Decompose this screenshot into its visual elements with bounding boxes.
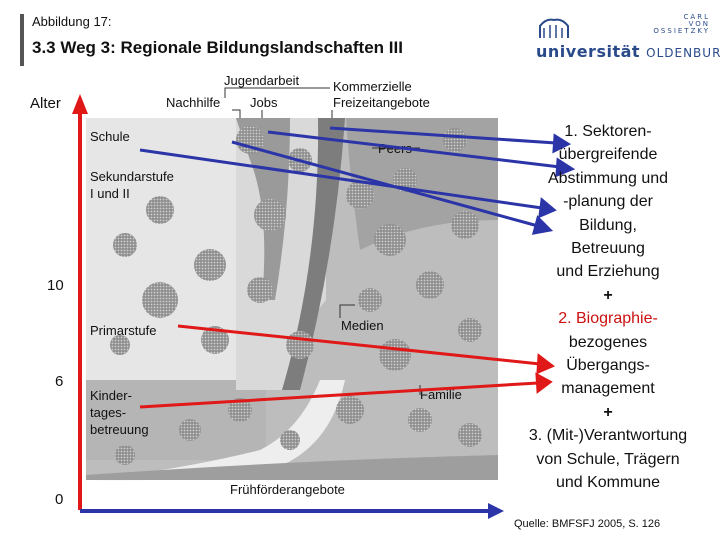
label-sekundarstufe-2: I und II (90, 186, 130, 201)
red-arrow-2-head (535, 372, 553, 394)
red-arrow-1-head (536, 353, 555, 375)
explanation-text: 1. Sektoren- übergreifende Abstimmung un… (528, 123, 688, 492)
red-arrow-2 (139, 381, 539, 409)
blue-arrow-2 (329, 126, 557, 145)
logo-wordmark: universität OLDENBURG (536, 42, 720, 61)
blue-arrow-2-head (552, 133, 572, 154)
label-nachhilfe: Nachhilfe (166, 95, 220, 110)
texture-blobs (110, 126, 482, 465)
peers-stream (282, 118, 345, 390)
label-jugendarbeit: Jugendarbeit (224, 73, 300, 88)
top-brackets (224, 87, 421, 395)
blue-arrow-1 (267, 130, 561, 169)
label-jobs: Jobs (250, 95, 278, 110)
blue-arrow-1-head (555, 157, 576, 178)
university-logo: CARL VON OSSIETZKY universität OLDENBURG (536, 12, 720, 64)
age-axis-arrowhead (72, 94, 88, 114)
blue-arrow-3-head (531, 215, 554, 235)
label-freizeitangebote: Freizeitangebote (333, 95, 430, 110)
logo-seal-icon (539, 18, 569, 38)
slide-title: 3.3 Weg 3: Regionale Bildungslandschafte… (32, 38, 403, 57)
blue-arrow-4-head (538, 197, 557, 219)
label-schule: Schule (90, 129, 130, 144)
axis-tick-10: 10 (47, 277, 64, 294)
label-kommerzielle: Kommerzielle (333, 79, 412, 94)
axis-title-alter: Alter (30, 95, 61, 112)
blue-arrows (139, 126, 576, 235)
source-citation: Quelle: BMFSFJ 2005, S. 126 (514, 518, 661, 530)
fruehfoerder-stream (86, 380, 345, 481)
label-kita-1: Kinder- (90, 388, 132, 403)
label-kita-3: betreuung (90, 422, 149, 437)
label-sekundarstufe: Sekundarstufe (90, 169, 174, 184)
label-fruehfoerderangebote: Frühförderangebote (230, 482, 345, 497)
label-kita-2: tages- (90, 405, 126, 420)
label-medien: Medien (341, 318, 384, 333)
blue-arrow-4 (139, 148, 543, 210)
bottom-band (86, 455, 498, 480)
figure-number: Abbildung 17: (32, 14, 112, 29)
axis-tick-0: 0 (55, 491, 63, 508)
logo-small-text: CARL VON OSSIETZKY (653, 13, 710, 35)
red-arrow-1 (177, 324, 541, 366)
label-primarstufe: Primarstufe (90, 323, 156, 338)
red-arrows (139, 324, 555, 409)
axis-tick-6: 6 (55, 373, 63, 390)
time-axis-arrowhead (488, 503, 504, 519)
header-accent-bar (20, 14, 24, 66)
